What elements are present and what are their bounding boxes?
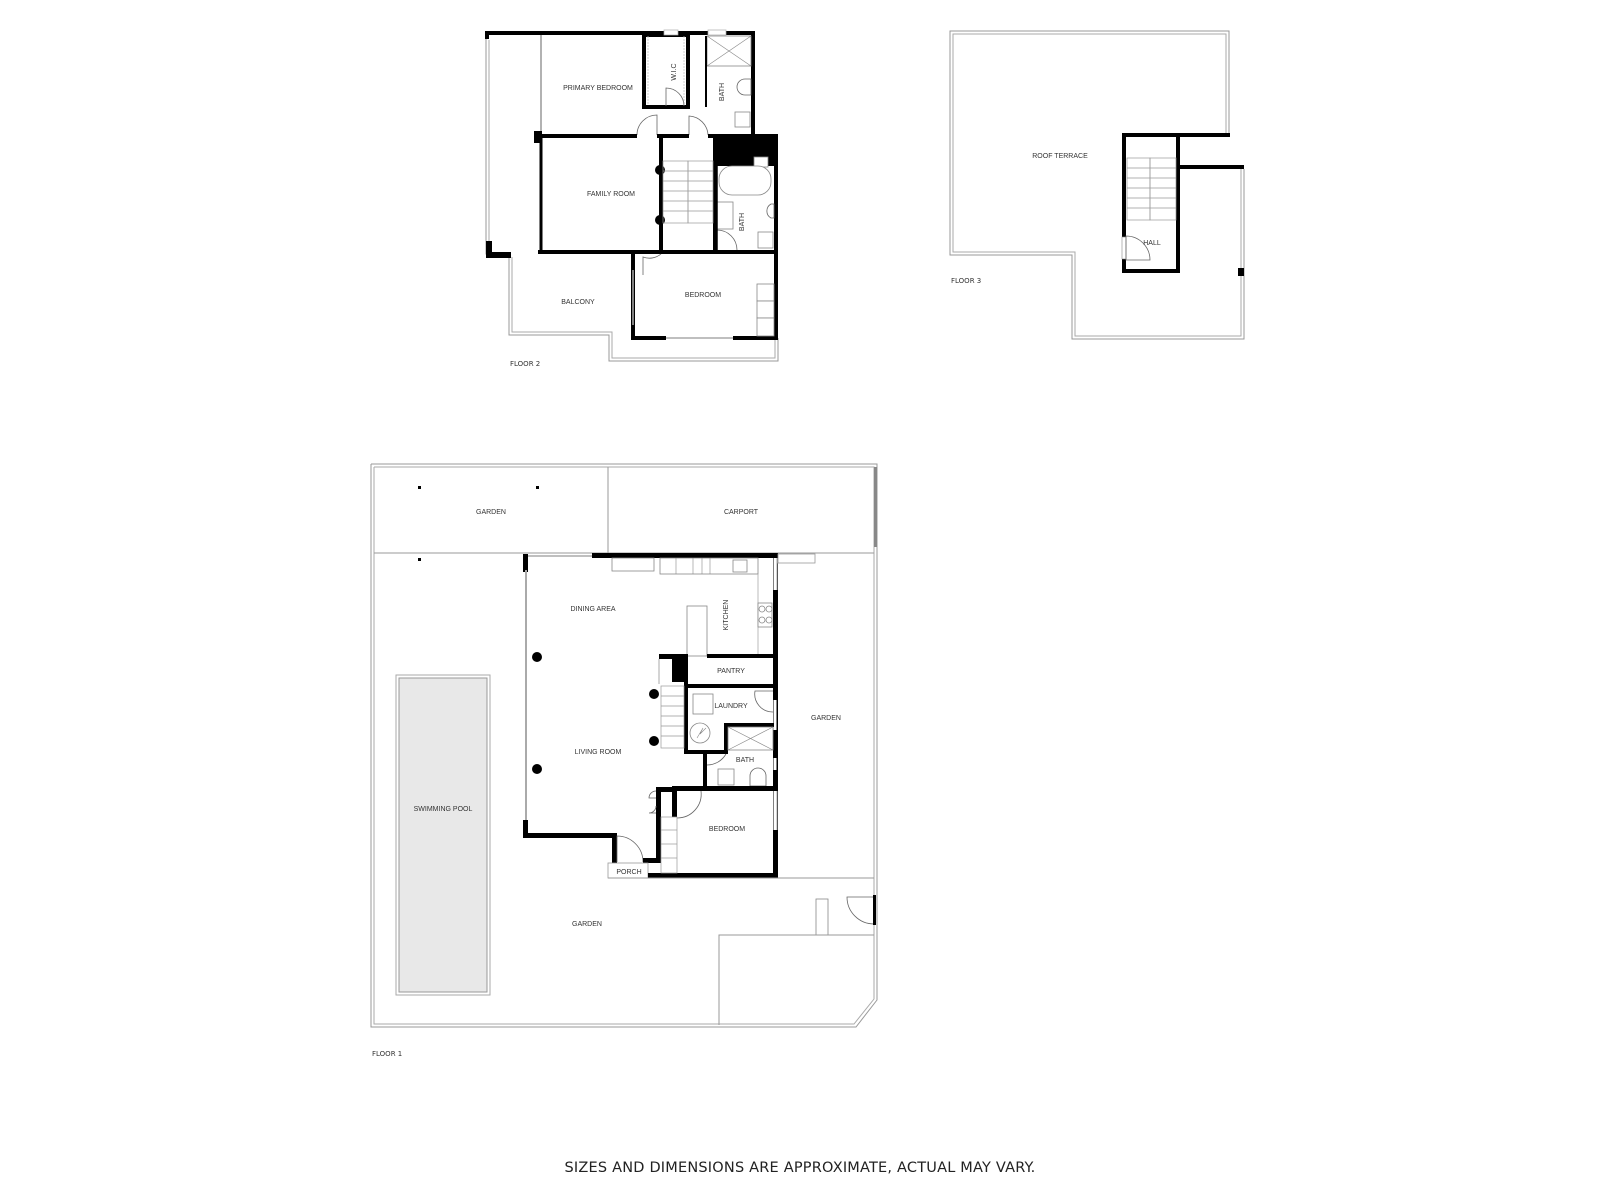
floor-label-floor-1: FLOOR 1 [372,1050,402,1058]
room-label-balcony: BALCONY [561,299,595,306]
floor-2-plan: PRIMARY BEDROOM W.I.C BATH FAMILY ROOM B… [485,29,779,368]
room-label-wic: W.I.C [671,63,678,80]
room-label-garden-north: GARDEN [476,509,506,516]
floor-label-floor-2: FLOOR 2 [510,360,540,368]
room-label-bedroom: BEDROOM [709,826,745,833]
room-label-bath: BATH [736,757,754,764]
room-label-roof-terrace: ROOF TERRACE [1032,153,1088,160]
room-label-pantry: PANTRY [717,668,745,675]
floor-label-floor-3: FLOOR 3 [951,277,981,285]
room-label-porch: PORCH [616,869,641,876]
floor-3-plan: ROOF TERRACE HALL FLOOR 3 [949,30,1245,340]
room-label-ensuite-bath: BATH [719,83,726,101]
room-label-garden-south: GARDEN [572,921,602,928]
room-label-living-room: LIVING ROOM [575,749,622,756]
room-label-bedroom: BEDROOM [685,292,721,299]
disclaimer-text: SIZES AND DIMENSIONS ARE APPROXIMATE, AC… [564,1160,1036,1176]
room-label-primary-bedroom: PRIMARY BEDROOM [563,85,633,92]
room-label-family-room: FAMILY ROOM [587,191,635,198]
room-label-kitchen: KITCHEN [723,600,730,631]
floor-1-plan: GARDEN CARPORT DINING AREA KITCHEN PANTR… [370,463,878,1058]
room-label-garden-east: GARDEN [811,715,841,722]
room-label-carport: CARPORT [724,509,759,516]
room-label-hall: HALL [1143,240,1161,247]
room-label-laundry: LAUNDRY [714,703,748,710]
room-label-bath: BATH [739,213,746,231]
room-label-swimming-pool: SWIMMING POOL [414,806,473,813]
room-label-dining-area: DINING AREA [570,606,615,613]
